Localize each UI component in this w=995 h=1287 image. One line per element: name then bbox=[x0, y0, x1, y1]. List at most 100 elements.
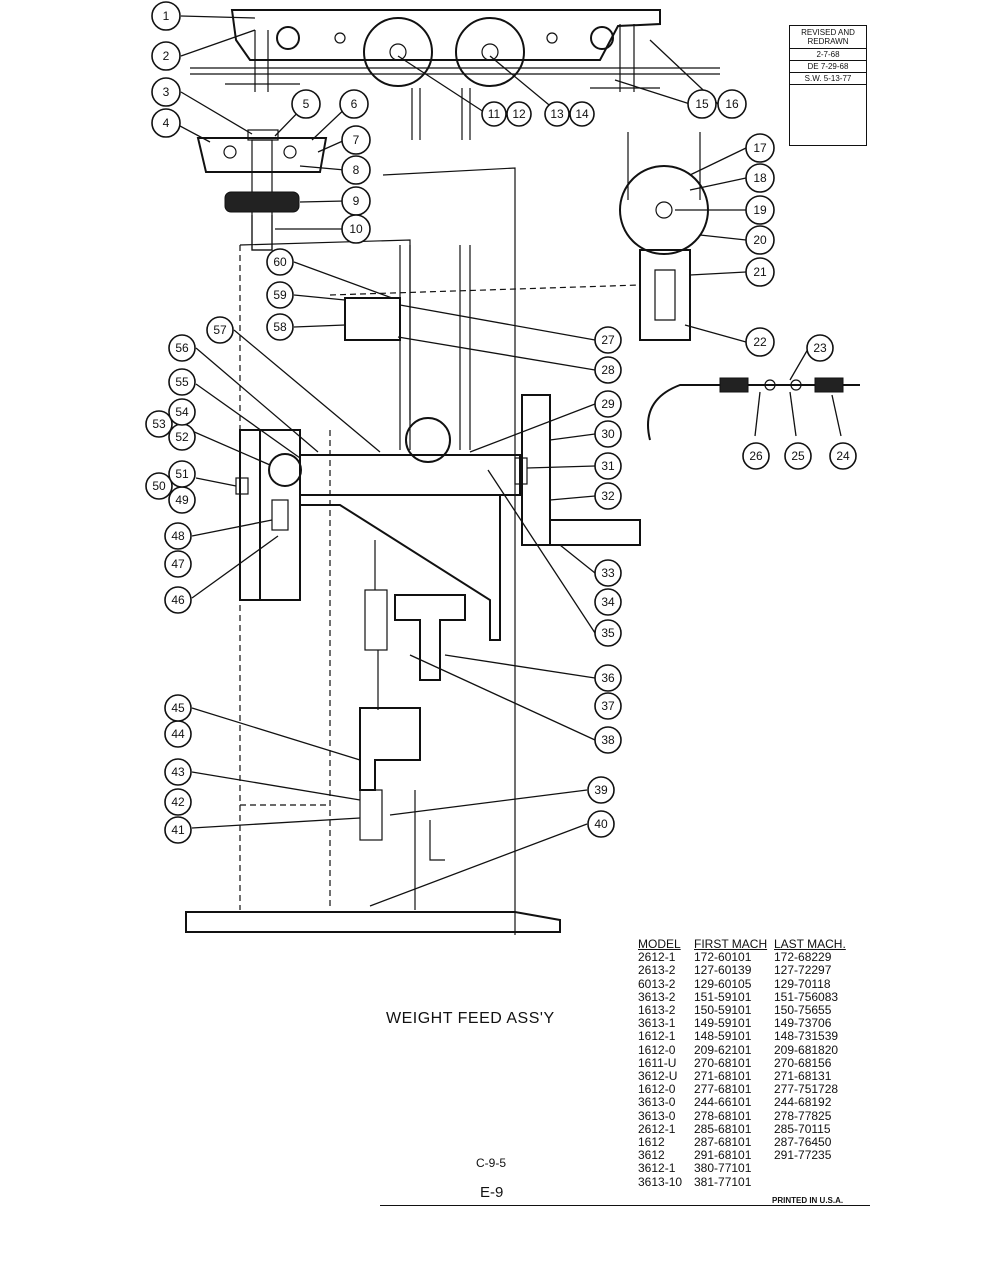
model-cell: 3612-U bbox=[638, 1069, 678, 1084]
last-mach-cell: 172-68229 bbox=[774, 950, 832, 965]
callout-36: 36 bbox=[594, 664, 622, 692]
table-row: 6013-2 129-60105 129-70118 bbox=[638, 976, 870, 991]
model-cell: 2612-1 bbox=[638, 950, 676, 965]
svg-text:10: 10 bbox=[349, 222, 363, 236]
callout-51: 51 bbox=[168, 460, 196, 488]
svg-text:50: 50 bbox=[152, 479, 166, 493]
callout-32: 32 bbox=[594, 482, 622, 510]
callout-56: 56 bbox=[168, 334, 196, 362]
model-cell: 6013-2 bbox=[638, 976, 676, 991]
revision-entry: S.W. 5-13-77 bbox=[790, 73, 866, 85]
svg-text:60: 60 bbox=[273, 255, 287, 269]
svg-text:33: 33 bbox=[601, 566, 615, 580]
first-mach-cell: 172-60101 bbox=[694, 950, 752, 965]
svg-text:39: 39 bbox=[594, 783, 608, 797]
revision-box-tail bbox=[790, 85, 866, 145]
svg-text:52: 52 bbox=[175, 430, 189, 444]
callout-7: 7 bbox=[341, 125, 371, 155]
callout-39: 39 bbox=[587, 776, 615, 804]
model-cell: 3613-0 bbox=[638, 1108, 676, 1123]
section-code: C-9-5 bbox=[476, 1156, 507, 1170]
model-cell: 3612 bbox=[638, 1148, 665, 1163]
callout-26: 26 bbox=[742, 442, 770, 470]
svg-text:19: 19 bbox=[753, 203, 767, 217]
callout-46: 46 bbox=[164, 586, 192, 614]
callout-15: 15 bbox=[687, 89, 717, 119]
model-cell: 1612-0 bbox=[638, 1082, 676, 1097]
last-mach-cell: 244-68192 bbox=[774, 1095, 832, 1110]
callout-41: 41 bbox=[164, 816, 192, 844]
first-mach-cell: 127-60139 bbox=[694, 963, 752, 978]
svg-text:57: 57 bbox=[213, 323, 227, 337]
svg-text:44: 44 bbox=[171, 727, 185, 741]
callout-60: 60 bbox=[266, 248, 294, 276]
model-cell: 3613-1 bbox=[638, 1016, 676, 1031]
svg-text:9: 9 bbox=[353, 194, 360, 208]
last-mach-cell: 291-77235 bbox=[774, 1148, 832, 1163]
svg-text:46: 46 bbox=[171, 593, 185, 607]
main-column bbox=[185, 167, 641, 935]
chain-detail bbox=[647, 377, 860, 441]
svg-text:11: 11 bbox=[488, 107, 501, 121]
callout-1: 1 bbox=[151, 1, 181, 31]
first-mach-cell: 271-68101 bbox=[694, 1069, 752, 1084]
svg-text:25: 25 bbox=[791, 449, 805, 463]
model-cell: 1612-1 bbox=[638, 1029, 676, 1044]
callout-52: 52 bbox=[168, 423, 196, 451]
svg-text:43: 43 bbox=[171, 765, 185, 779]
callout-44: 44 bbox=[164, 720, 192, 748]
revision-entry: 2-7-68 bbox=[790, 49, 866, 61]
last-mach-cell: 148-731539 bbox=[774, 1029, 839, 1044]
callout-12: 12 bbox=[506, 101, 532, 127]
first-mach-cell: 149-59101 bbox=[694, 1016, 752, 1031]
callout-20: 20 bbox=[745, 225, 775, 255]
callout-28: 28 bbox=[594, 356, 622, 384]
svg-text:18: 18 bbox=[753, 171, 767, 185]
callout-50: 50 bbox=[145, 472, 173, 500]
callout-34: 34 bbox=[594, 588, 622, 616]
callout-53: 53 bbox=[145, 410, 173, 438]
first-mach-cell: 129-60105 bbox=[694, 976, 752, 991]
revision-entry: DE 7-29-68 bbox=[790, 61, 866, 73]
callout-48: 48 bbox=[164, 522, 192, 550]
model-cell: 2613-2 bbox=[638, 963, 676, 978]
svg-text:48: 48 bbox=[171, 529, 185, 543]
svg-text:38: 38 bbox=[601, 733, 615, 747]
header-first-mach: FIRST MACH bbox=[694, 937, 768, 951]
svg-text:16: 16 bbox=[725, 97, 739, 111]
callout-10: 10 bbox=[341, 214, 371, 244]
svg-text:49: 49 bbox=[175, 493, 189, 507]
callout-40: 40 bbox=[587, 810, 615, 838]
svg-text:22: 22 bbox=[753, 335, 767, 349]
last-mach-cell: 287-76450 bbox=[774, 1135, 832, 1150]
model-cell: 1612 bbox=[638, 1135, 665, 1150]
svg-text:29: 29 bbox=[601, 397, 615, 411]
callout-43: 43 bbox=[164, 758, 192, 786]
last-mach-cell: 209-681820 bbox=[774, 1042, 839, 1057]
callout-47: 47 bbox=[164, 550, 192, 578]
callout-9: 9 bbox=[341, 186, 371, 216]
svg-text:7: 7 bbox=[353, 133, 360, 147]
callout-24: 24 bbox=[829, 442, 857, 470]
model-cell: 3613-2 bbox=[638, 989, 676, 1004]
callout-55: 55 bbox=[168, 368, 196, 396]
callout-57: 57 bbox=[206, 316, 234, 344]
svg-text:8: 8 bbox=[353, 163, 360, 177]
first-mach-cell: 277-68101 bbox=[694, 1082, 752, 1097]
svg-text:54: 54 bbox=[175, 405, 189, 419]
svg-text:15: 15 bbox=[695, 97, 709, 111]
last-mach-cell: 129-70118 bbox=[774, 976, 831, 991]
first-mach-cell: 209-62101 bbox=[694, 1042, 752, 1057]
svg-text:27: 27 bbox=[601, 333, 615, 347]
callout-35: 35 bbox=[594, 619, 622, 647]
callout-49: 49 bbox=[168, 486, 196, 514]
last-mach-cell bbox=[774, 1162, 870, 1175]
first-mach-cell: 381-77101 bbox=[694, 1174, 752, 1189]
model-cell: 1611-U bbox=[638, 1055, 677, 1070]
callout-19: 19 bbox=[745, 195, 775, 225]
callout-59: 59 bbox=[266, 281, 294, 309]
